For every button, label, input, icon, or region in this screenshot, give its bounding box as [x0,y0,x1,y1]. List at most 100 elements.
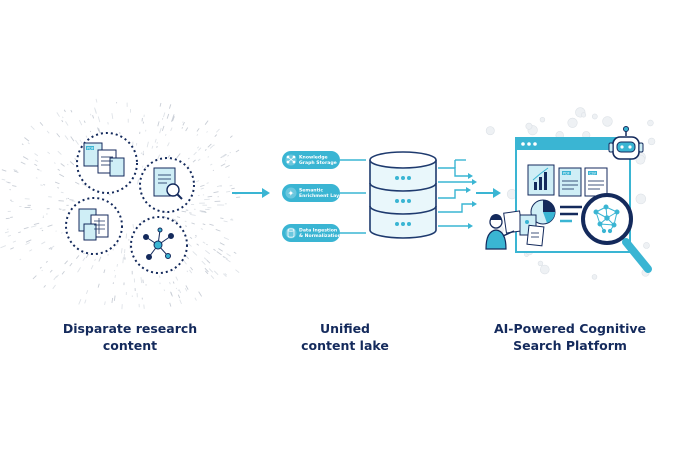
scatter-particle [223,220,228,223]
scatter-particle [54,181,60,185]
layer-pill-knowledge: Knowledge Graph Storage [282,151,340,169]
scatter-particle [52,284,56,290]
scatter-particle [197,158,201,162]
scatter-particle [196,146,200,149]
scatter-particle [65,121,69,126]
scatter-particle [231,187,235,190]
scatter-particle [173,219,178,223]
scatter-particle [159,127,162,134]
scatter-particle [229,184,233,187]
scatter-particle [207,143,212,148]
scatter-particle [235,269,240,273]
scatter-particle [163,112,166,118]
scatter-particle [1,178,6,181]
layer-label-1a: Knowledge [299,155,328,161]
scatter-particle [206,260,211,264]
scatter-particle [216,251,222,256]
scatter-particle [7,182,10,184]
scatter-particle [83,120,86,124]
scatter-particle [221,153,227,158]
scatter-particle [169,281,171,285]
scatter-particle [83,252,85,255]
scatter-particle [34,159,39,163]
scatter-particle [98,256,102,262]
scatter-particle [214,134,218,137]
flow-arrow-right [476,188,501,198]
scatter-particle [185,255,190,260]
scatter-particle [189,236,193,239]
scatter-particle [172,116,175,122]
background-dot [643,242,650,249]
scatter-particle [190,266,194,271]
scatter-particle [56,133,61,138]
scatter-particle [63,109,66,113]
scatter-particle [229,151,232,154]
scatter-particle [223,237,230,241]
scatter-particle [216,184,222,188]
scatter-particle [43,285,46,288]
pdf-tag-right: PDF [563,172,570,176]
background-dot [647,137,656,146]
layer-label-2b: Enrichment Layer [299,193,345,199]
scatter-particle [56,274,59,278]
scatter-particle [189,269,193,274]
scatter-particle [187,243,192,247]
scatter-particle [220,217,224,219]
scatter-particle [94,108,97,114]
scatter-particle [4,231,9,234]
text-lines [560,205,582,223]
scatter-particle [173,269,176,272]
scatter-particle [78,119,83,126]
scatter-particle [202,241,206,244]
scatter-particle [205,250,211,255]
background-dot [485,126,495,136]
caption-search-platform: AI-Powered Cognitive Search Platform [460,320,680,354]
scatter-particle [229,219,234,221]
scatter-particle [225,190,231,193]
csv-tag: CSV [589,172,597,176]
scatter-particle [74,157,77,161]
pdf-card: PDF [558,167,582,197]
scatter-particle [198,147,202,151]
scatter-particle [194,297,197,301]
scatter-particle [206,131,208,133]
database-cylinder-icon [369,151,437,239]
scatter-particle [60,191,64,194]
scatter-particle [218,248,223,252]
scatter-particle [175,276,179,281]
scatter-particle [200,187,204,190]
scatter-particle [62,116,64,119]
scatter-particle [171,116,174,122]
scatter-particle [224,272,228,276]
scatter-particle [18,231,21,234]
scatter-particle [50,248,53,250]
scatter-particle [39,227,43,230]
scatter-particle [47,151,51,155]
scatter-particle [60,163,65,167]
scatter-particle [120,248,123,254]
scatter-particle [36,168,40,171]
background-dot [602,116,613,127]
layer-label-1b: Graph Storage [299,160,337,166]
scatter-particle [209,223,214,226]
scatter-particle [190,213,196,216]
scatter-particle [204,149,207,151]
background-dot [537,260,544,267]
scatter-particle [170,127,173,132]
background-dot [635,193,647,205]
scatter-particle [39,266,42,269]
scatter-particle [225,258,231,263]
scatter-particle [103,269,106,274]
scatter-particle [224,160,227,162]
caption-mid-line-1: Unified [319,321,371,336]
scatter-particle [213,144,215,146]
scatter-particle [177,294,181,299]
scatter-particle [185,285,189,290]
layer-pill-ingestion: Data Ingestion & Normalization [282,224,341,242]
scatter-particle [204,270,209,275]
robot-icon [608,126,644,160]
scatter-particle [206,243,208,246]
scatter-particle [215,228,221,232]
scatter-particle [39,122,44,126]
scatter-particle [151,145,154,149]
